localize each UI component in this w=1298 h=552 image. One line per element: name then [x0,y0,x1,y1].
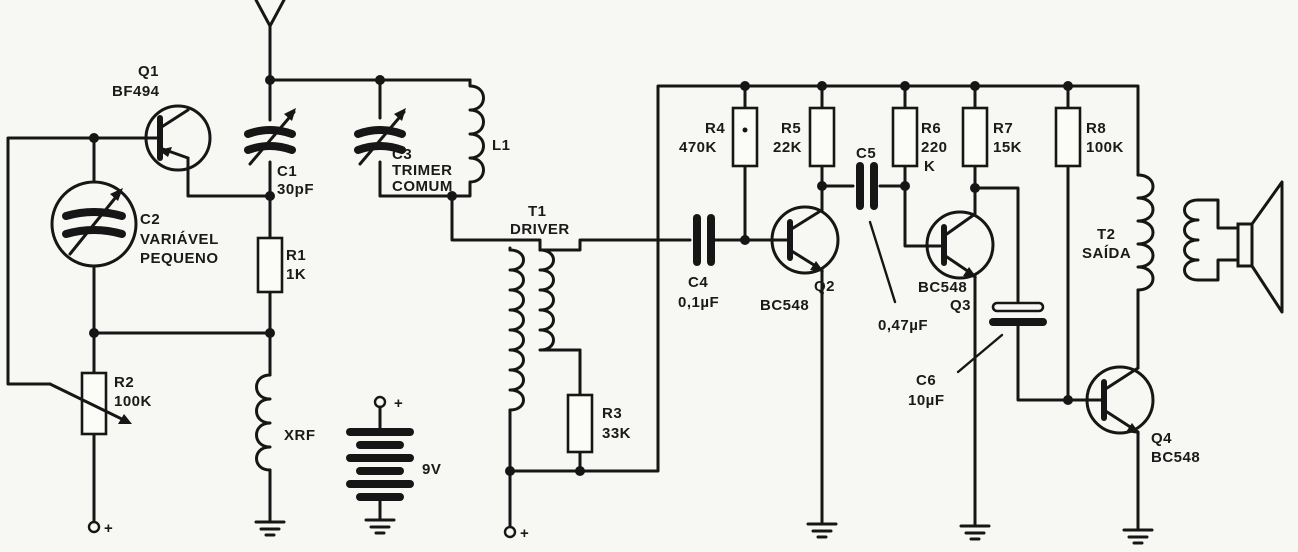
label-c6-value: 10µF [908,392,945,409]
label-c2-desc2: PEQUENO [140,250,219,267]
transistor-q2 [770,205,840,275]
resistor-r2 [48,371,132,436]
transistor-q4 [1085,365,1155,435]
speaker [1236,180,1284,314]
resistor-r5 [808,106,836,168]
label-c2: C2 [140,211,160,228]
label-t1-desc: DRIVER [510,221,570,238]
label-xrf: XRF [284,427,316,444]
capacitor-c1 [244,108,296,166]
resistor-r7 [961,106,989,168]
label-c2-desc1: VARIÁVEL [140,231,219,248]
label-r1: R1 [286,247,306,264]
label-c4: C4 [688,274,708,291]
label-t2: T2 [1097,226,1116,243]
label-r7: R7 [993,120,1013,137]
label-t2-desc: SAÍDA [1082,245,1131,262]
label-r8-value: 100K [1086,139,1124,156]
transistor-q1 [144,104,212,172]
ground-symbols [254,518,1154,545]
label-q1-part: BF494 [112,83,160,100]
capacitor-c6 [989,301,1047,326]
label-c1-value: 30pF [277,181,314,198]
label-r6: R6 [921,120,941,137]
capacitor-c2 [50,180,138,268]
label-c4-value: 0,1µF [678,294,719,311]
label-r2: R2 [114,374,134,391]
battery-9v [346,395,414,522]
label-q4: Q4 [1151,430,1172,447]
label-q3-part: BC548 [918,279,967,296]
capacitor-c5 [856,162,878,210]
label-r3: R3 [602,405,622,422]
label-q2: Q2 [814,278,835,295]
transformer-t2 [1136,173,1240,292]
label-r8: R8 [1086,120,1106,137]
label-r1-value: 1K [286,266,306,283]
label-r4: R4 [705,120,725,137]
inductor-xrf [255,373,272,472]
label-c5-value: 0,47µF [878,317,928,334]
transistor-q3 [925,210,995,280]
resistor-r4 [731,106,759,168]
label-r7-value: 15K [993,139,1022,156]
label-r2-value: 100K [114,393,152,410]
label-r6-value2: K [924,158,935,175]
label-c6: C6 [916,372,936,389]
resistor-r8 [1054,106,1082,168]
capacitor-c3 [354,108,406,166]
resistor-r3 [566,393,594,454]
label-q3: Q3 [950,297,971,314]
label-q4-part: BC548 [1151,449,1200,466]
capacitor-c4 [693,214,715,266]
label-r4-value: 470K [679,139,717,156]
label-c3: C3 [392,146,412,163]
inductor-l1 [450,78,485,198]
label-r5-value: 22K [773,139,802,156]
component-labels: Q1 BF494 C1 30pF C3 TRIMER COMUM L1 C2 V… [104,63,1200,542]
label-r6-value1: 220 [921,139,948,156]
transformer-t1 [508,248,582,412]
terminals [87,516,517,539]
label-battery: 9V [422,461,441,478]
label-r2-terminal-plus: + [104,520,113,537]
label-t1-terminal-plus: + [520,525,529,542]
label-r3-value: 33K [602,425,631,442]
resistor-r1 [256,236,284,294]
label-q1: Q1 [138,63,159,80]
label-c5: C5 [856,145,876,162]
label-c3-desc2: COMUM [392,178,453,195]
label-battery-plus: + [394,395,403,412]
resistor-r6 [891,106,919,168]
label-c3-desc1: TRIMER [392,162,453,179]
label-t1: T1 [528,203,547,220]
label-r5: R5 [781,120,801,137]
label-c1: C1 [277,163,297,180]
label-q2-part: BC548 [760,297,809,314]
label-l1: L1 [492,137,511,154]
